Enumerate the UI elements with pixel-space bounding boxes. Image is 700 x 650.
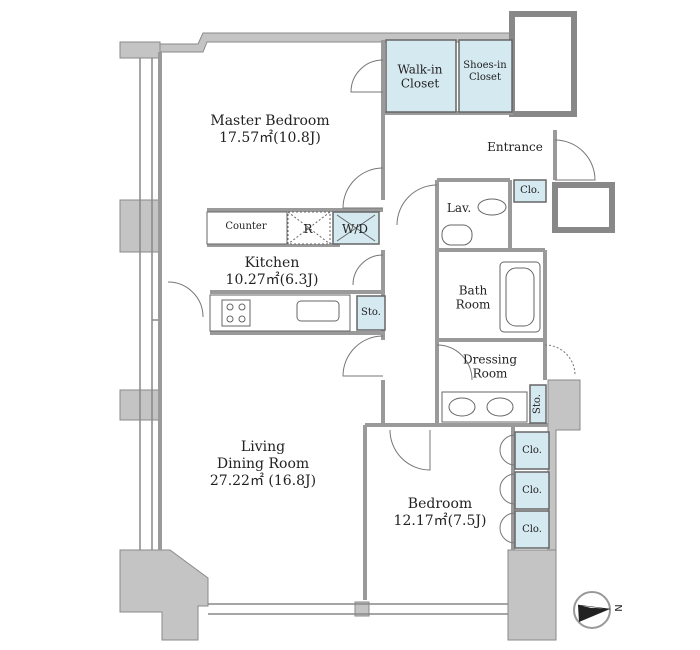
room-area: 17.57㎡(10.8J): [219, 130, 321, 146]
bedroom-closet-label: Clo.: [522, 524, 542, 535]
lav-basin: [441, 224, 473, 246]
washer-dryer-label: W/D: [342, 221, 368, 236]
room-bath: Bath Room: [456, 284, 491, 313]
label-line: Dining Room: [216, 455, 310, 472]
room-name: Kitchen: [244, 255, 300, 272]
entrance-closet-area: [513, 179, 547, 203]
room-area: 12.17㎡(7.5J): [393, 513, 487, 529]
room-kitchen: Kitchen 10.27㎡(6.3J): [226, 255, 319, 289]
room-walk-in-closet: Walk-in Closet: [398, 63, 443, 92]
kitchen-storage-area: [356, 295, 386, 331]
bedroom-closet-1: [514, 431, 550, 470]
room-name: Bedroom: [407, 496, 473, 513]
label-line: Closet: [469, 72, 501, 83]
stove: [221, 299, 251, 327]
entrance-closet-label: Clo.: [520, 185, 540, 196]
wall-balcony-top: [509, 11, 577, 117]
bedroom-closet-label: Clo.: [522, 445, 542, 456]
label-line: Shoes-in: [463, 60, 507, 71]
room-area: 27.22㎡ (16.8J): [209, 472, 317, 489]
pillar-bottom-mid: [354, 601, 370, 617]
toilet: [477, 198, 507, 216]
label-line: Closet: [400, 77, 440, 91]
room-lavatory: Lav.: [446, 200, 472, 215]
compass-north-label: N: [612, 604, 623, 612]
label-line: Bath: [458, 283, 488, 298]
room-dressing: Dressing Room: [463, 353, 517, 382]
bedroom-closet-3: [514, 510, 550, 549]
wall-right-bedroom: [547, 379, 581, 551]
room-living-dining: Living Dining Room 27.22㎡ (16.8J): [210, 439, 316, 489]
label-line: Dressing: [462, 352, 518, 367]
kitchen-storage-label: Sto.: [361, 307, 381, 318]
shoes-in-closet-area: [458, 39, 513, 113]
label-line: Room: [455, 298, 491, 312]
room-area: 10.27㎡(6.3J): [225, 272, 319, 288]
label-line: Walk-in: [397, 62, 443, 77]
pillar-bottom-left: [119, 549, 209, 641]
compass-rose: [573, 591, 611, 629]
pillar-top-left: [119, 41, 161, 59]
bedroom-closet-label: Clo.: [522, 485, 542, 496]
pillar-bottom-right: [507, 549, 557, 641]
counter-label: Counter: [225, 221, 267, 232]
room-entrance: Entrance: [487, 139, 543, 154]
label-line: Living: [240, 438, 286, 455]
refrigerator-label: R: [303, 221, 313, 236]
room-shoes-in-closet: Shoes-in Closet: [463, 60, 506, 84]
label-line: Room: [472, 367, 508, 381]
room-name: Master Bedroom: [210, 113, 330, 130]
dressing-storage-label: Sto.: [532, 394, 543, 414]
sink: [296, 300, 340, 322]
counter-fixture: [206, 211, 288, 245]
bedroom-closet-2: [514, 471, 550, 510]
wall-entrance-right: [552, 182, 615, 233]
room-bedroom: Bedroom 12.17㎡(7.5J): [394, 496, 487, 530]
room-master-bedroom: Master Bedroom 17.57㎡(10.8J): [210, 113, 329, 147]
walk-in-closet-area: [385, 39, 457, 113]
dressing-storage-area: [529, 384, 547, 424]
